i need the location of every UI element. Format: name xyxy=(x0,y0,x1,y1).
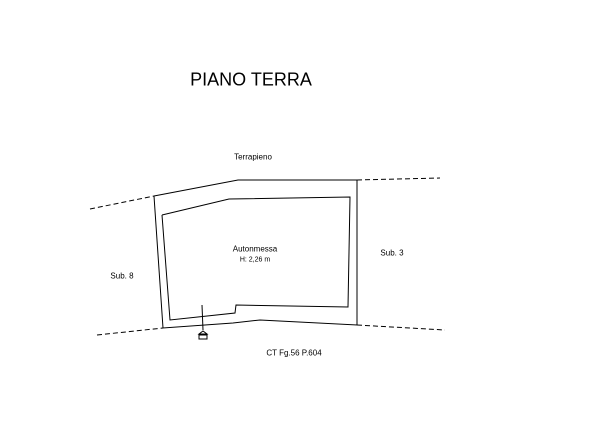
label-terrapieno: Terrapieno xyxy=(234,152,272,162)
room-label: Autonmessa xyxy=(232,244,278,254)
door-opening-line xyxy=(201,304,204,331)
boundary-dashed-sw xyxy=(96,327,164,336)
label-sub-8: Sub. 8 xyxy=(110,271,134,281)
label-sub-3: Sub. 3 xyxy=(380,248,404,258)
entrance-icon xyxy=(197,330,209,340)
boundary-dashed-ne xyxy=(356,177,441,181)
outer-wall xyxy=(153,179,358,329)
boundary-dashed-nw xyxy=(89,195,155,210)
cadastral-reference: CT Fg.56 P.604 xyxy=(266,348,322,358)
plan-title: PIANO TERRA xyxy=(190,69,312,90)
inner-wall xyxy=(161,196,351,321)
room-height: H: 2,26 m xyxy=(239,256,271,264)
boundary-dashed-se xyxy=(356,324,446,331)
